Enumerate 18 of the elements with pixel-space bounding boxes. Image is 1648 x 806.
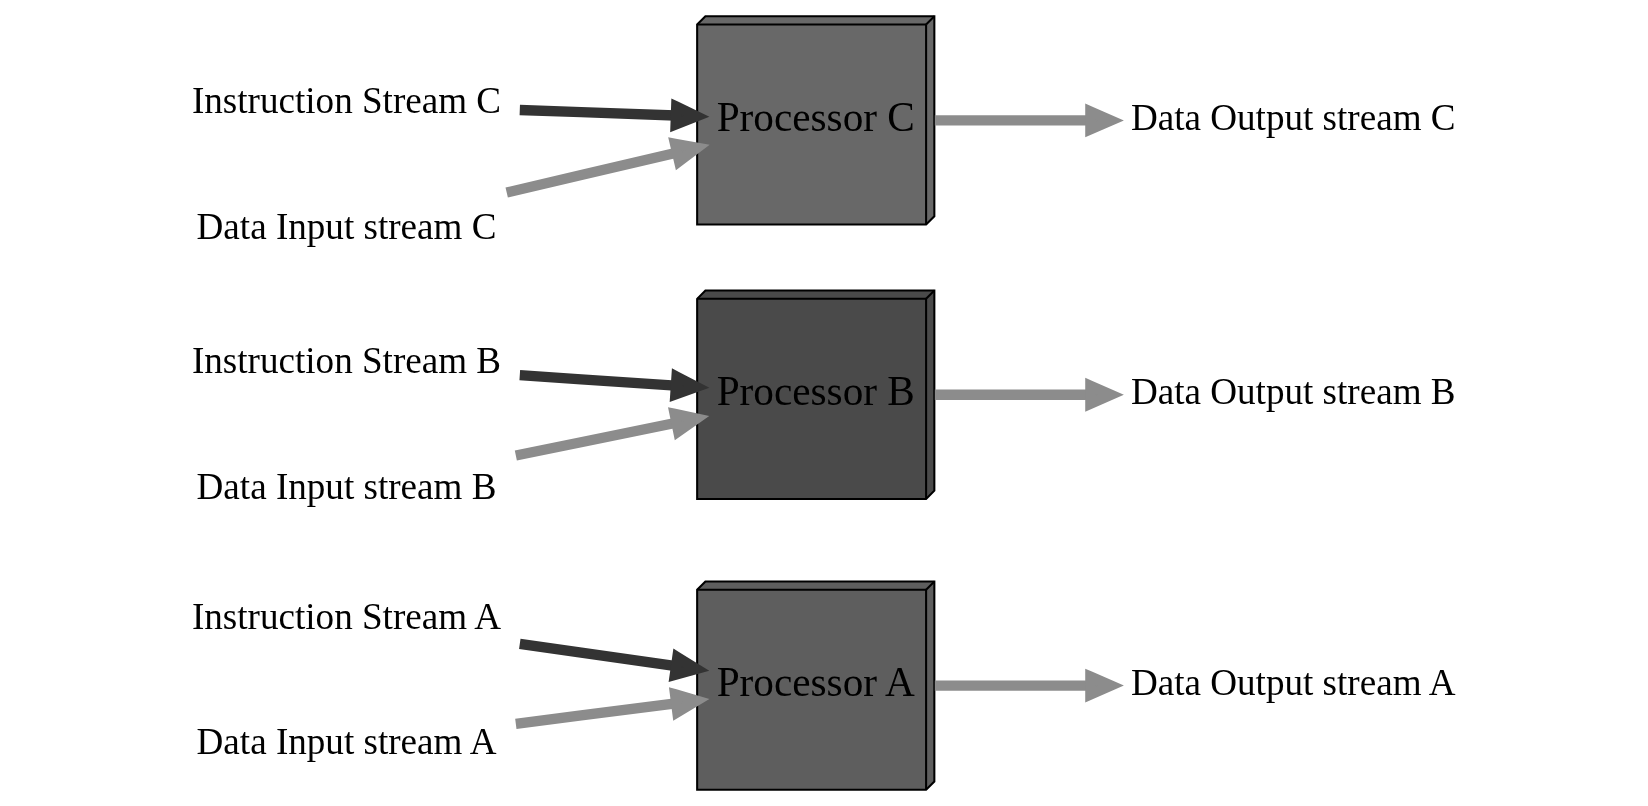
arrow <box>934 103 1124 138</box>
arrow <box>934 377 1124 412</box>
node-text: Data Input stream A <box>196 721 497 763</box>
node-text: Data Output stream C <box>1130 96 1456 138</box>
node-text: Instruction Stream B <box>191 339 502 381</box>
arrow <box>514 407 710 461</box>
node-text: Data Input stream B <box>196 465 497 507</box>
arrow <box>519 638 710 683</box>
node-text: Instruction Stream C <box>191 80 502 121</box>
arrow <box>519 368 710 403</box>
arrow <box>519 98 710 133</box>
arrow <box>515 687 710 729</box>
node-text: Data Output stream B <box>1130 370 1456 412</box>
node-text: Instruction Stream A <box>191 595 502 637</box>
node-text: Data Output stream A <box>1130 661 1456 703</box>
arrow <box>505 137 710 198</box>
arrow <box>934 668 1124 703</box>
node-text: Data Input stream C <box>196 205 497 247</box>
